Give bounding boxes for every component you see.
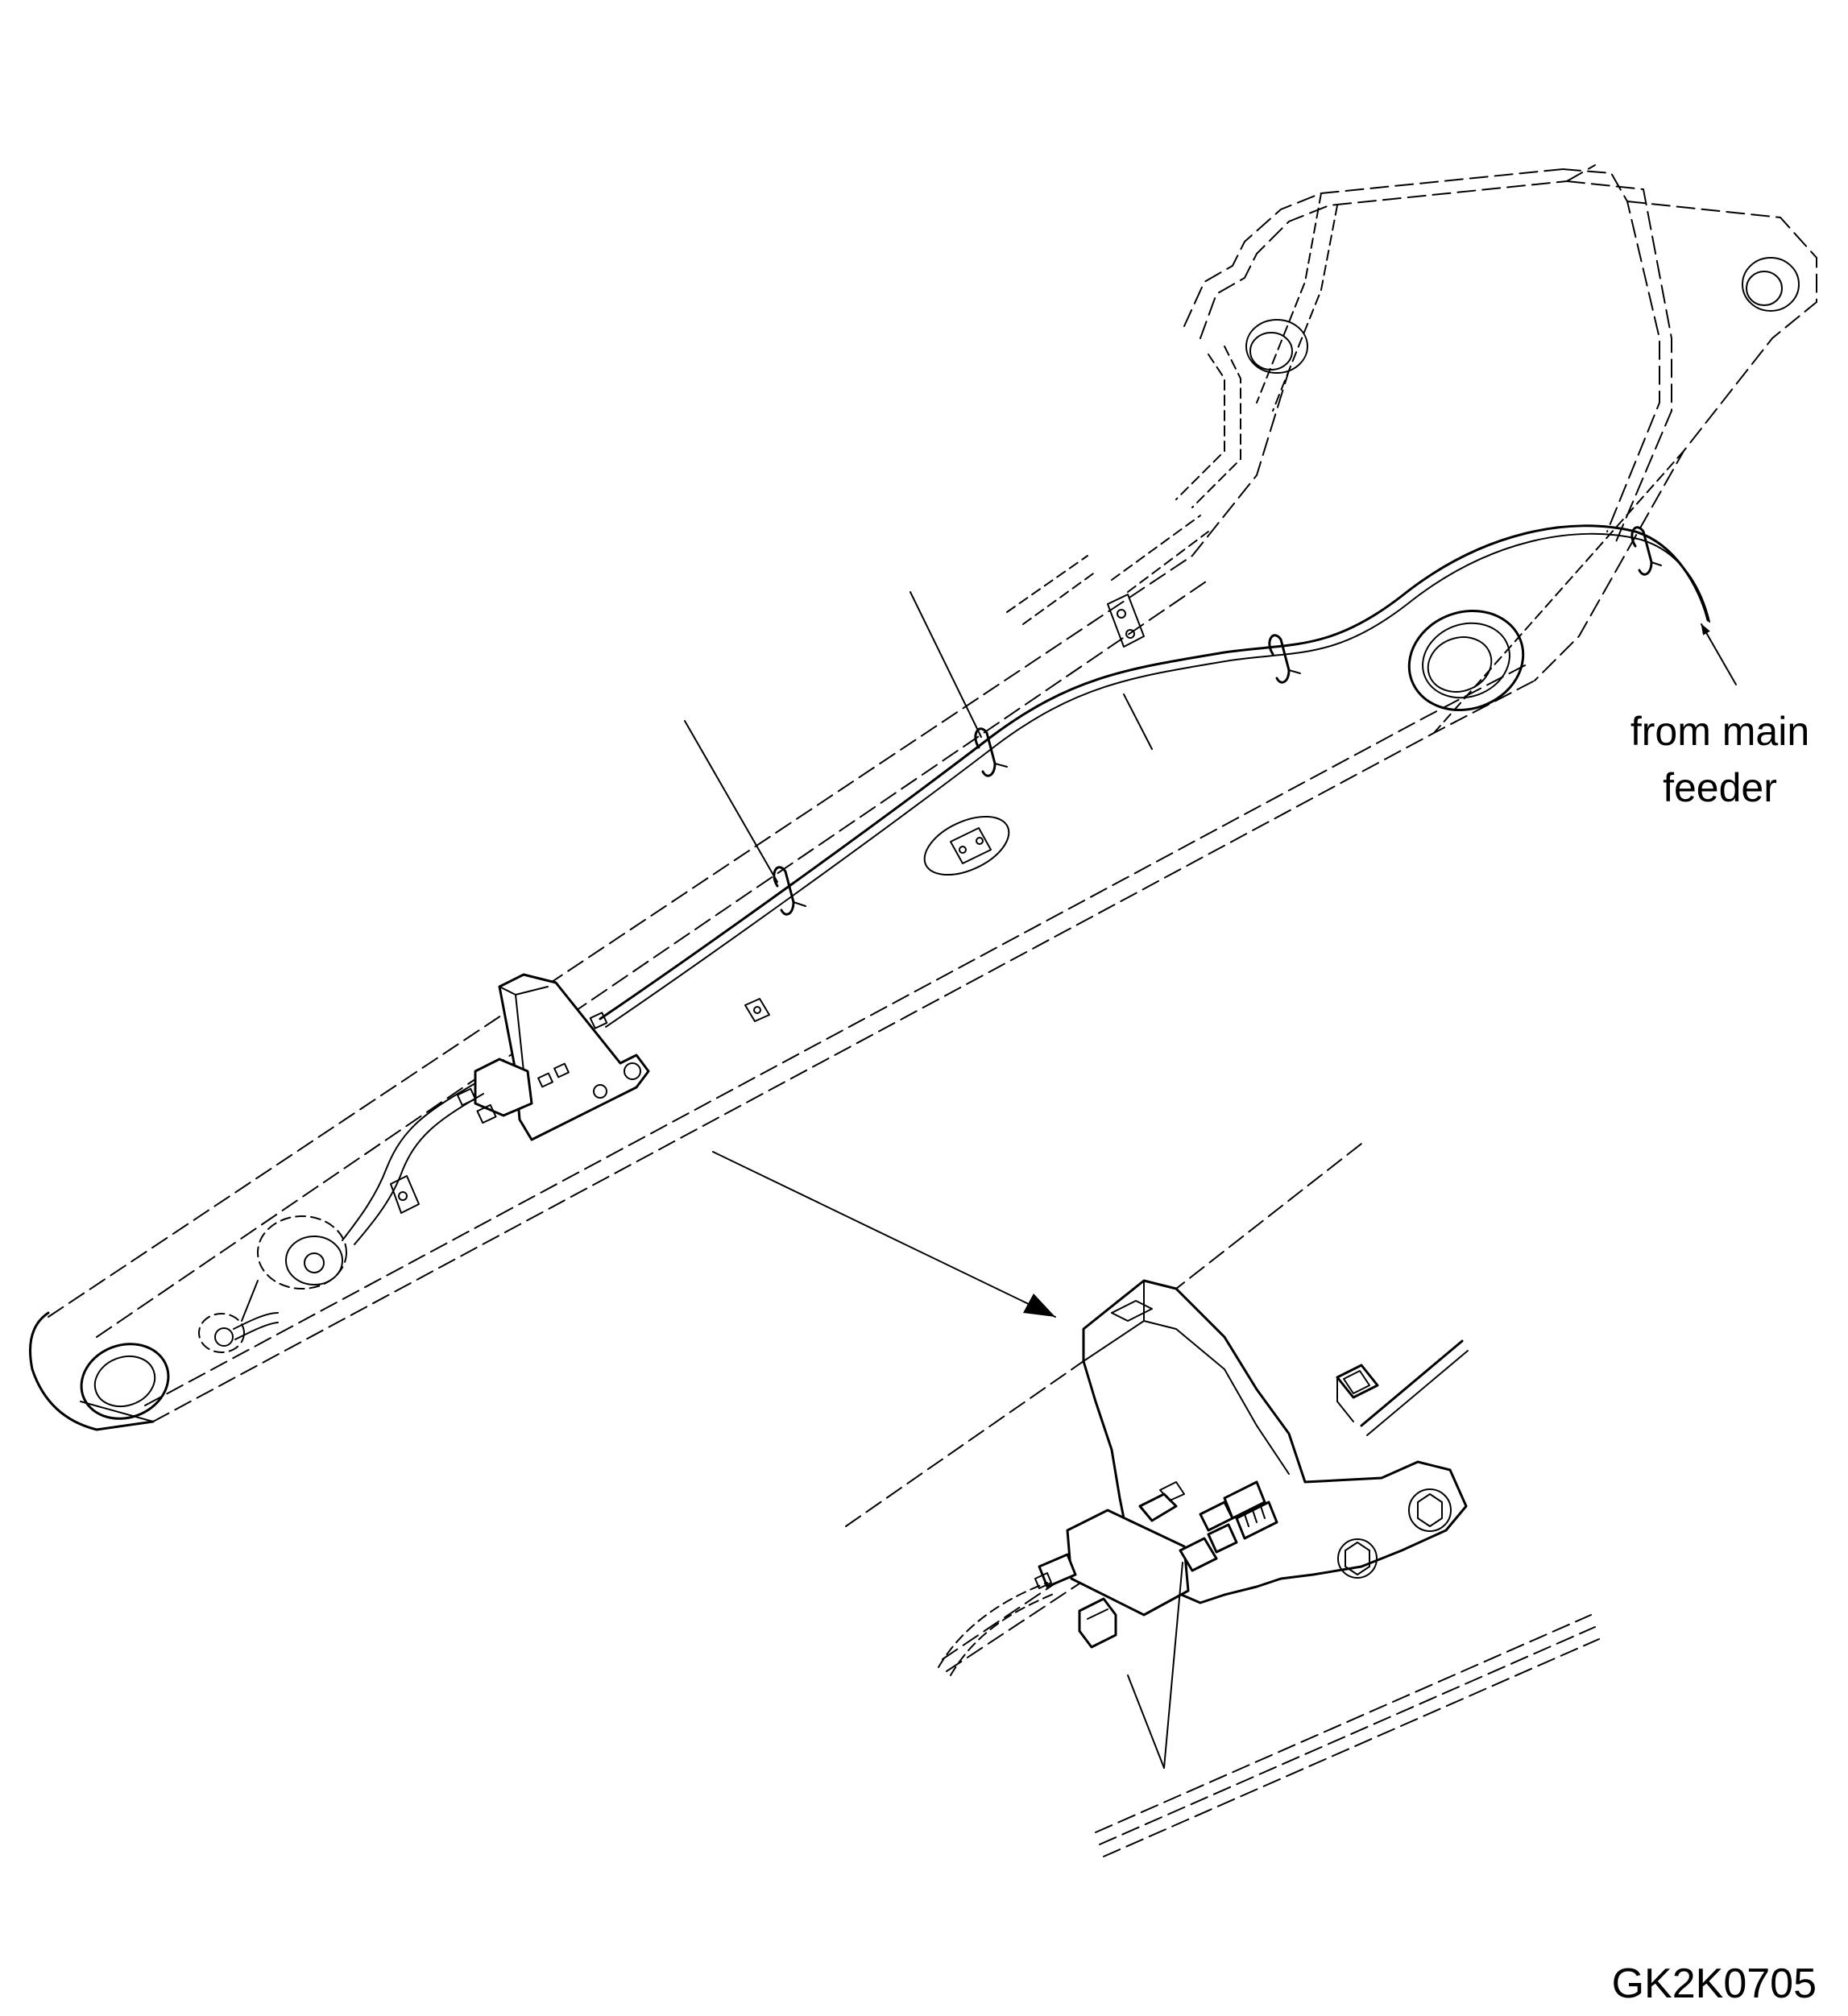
feeder-label-line1: from main bbox=[1630, 709, 1809, 754]
feeder-label-line2: feeder bbox=[1663, 765, 1777, 810]
boom-outline bbox=[48, 164, 1817, 1422]
bracket-bolt-2 bbox=[1408, 1488, 1452, 1532]
mounting-bracket-lower bbox=[744, 998, 770, 1022]
arm-cylinder-pin bbox=[1245, 319, 1308, 374]
detail-distributor bbox=[1034, 1480, 1278, 1649]
mounting-bracket-middle bbox=[923, 815, 1010, 876]
clamp-leaders bbox=[684, 591, 1153, 883]
drawing-code: GK2K0705 bbox=[1612, 1960, 1817, 2007]
detail-callout-arrow bbox=[712, 1151, 1056, 1318]
boom-cylinder-pin bbox=[1407, 609, 1525, 712]
grease-line bbox=[599, 524, 1710, 1028]
foot-lower-hose bbox=[198, 1312, 279, 1353]
mounting-bracket-upper bbox=[1107, 594, 1145, 648]
bracket-bolt-1 bbox=[1337, 1538, 1378, 1579]
boom-foot-pin bbox=[29, 1311, 170, 1431]
arm-pin-top bbox=[1742, 257, 1800, 312]
distributor-block bbox=[456, 973, 650, 1141]
foot-grease-hose bbox=[342, 1083, 484, 1245]
line-clamp-3 bbox=[1268, 634, 1301, 684]
line-fitting bbox=[1336, 1364, 1379, 1422]
detail-view bbox=[845, 1143, 1600, 1857]
line-clamp-2 bbox=[974, 727, 1008, 777]
line-clamp-4 bbox=[1630, 526, 1662, 576]
feeder-arrow bbox=[1701, 623, 1737, 685]
foot-grease-fitting bbox=[241, 1215, 347, 1322]
